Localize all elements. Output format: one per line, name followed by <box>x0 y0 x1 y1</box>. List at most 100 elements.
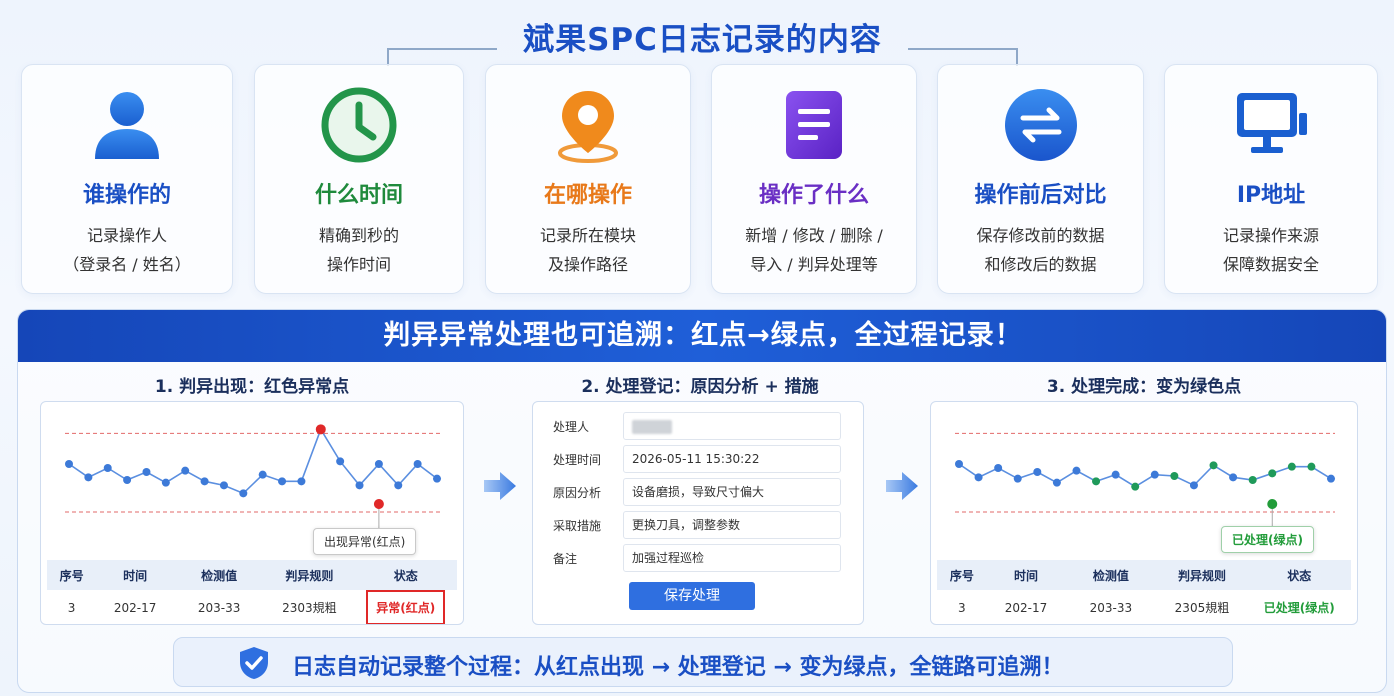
card-desc: 精确到秒的 操作时间 <box>255 221 463 279</box>
data-point <box>239 489 248 498</box>
step-3-title: 3. 处理完成：变为绿色点 <box>1046 377 1242 397</box>
form-label: 处理人 <box>553 420 590 434</box>
handling-form: 处理人 处理时间 2026-05-11 15:30:22 原因分析 设备磨损，导… <box>532 401 864 625</box>
card-desc: 记录操作来源 保障数据安全 <box>1165 221 1377 279</box>
anomaly-table: 序号 时间 检测值 判异规则 状态 3 202-17 203-33 2303規粗… <box>47 560 457 624</box>
card-desc-line: 导入 / 判异处理等 <box>750 255 878 274</box>
card-title: 操作了什么 <box>758 183 869 208</box>
step-2-title: 2. 处理登记：原因分析 + 措施 <box>581 377 819 397</box>
data-point <box>219 481 228 490</box>
table-cell: 202-17 <box>1004 600 1048 615</box>
data-point <box>65 460 73 468</box>
form-label: 备注 <box>553 552 578 566</box>
anomaly-status-badge: 异常(红点) <box>366 590 446 624</box>
card-desc-line: 保存修改前的数据 <box>976 226 1105 245</box>
data-point <box>1307 462 1316 471</box>
card-desc-line: 精确到秒的 <box>318 226 399 245</box>
swap-arrows-icon <box>1004 89 1077 161</box>
data-point <box>1013 474 1022 483</box>
data-point <box>1052 478 1061 487</box>
cause-field[interactable]: 设备磨损，导致尺寸偏大 <box>623 478 841 506</box>
data-point <box>433 474 441 483</box>
card-desc-line: 及操作路径 <box>547 255 628 274</box>
location-pin-icon <box>558 91 618 163</box>
handler-field[interactable] <box>623 412 841 440</box>
data-point <box>1327 474 1335 483</box>
form-row-handler: 处理人 <box>533 412 863 440</box>
title-area: 斌果SPC日志记录的内容 <box>0 12 1394 66</box>
card-title: 什么时间 <box>314 183 403 208</box>
card-desc-line: 和修改后的数据 <box>984 255 1097 274</box>
form-row-note: 备注 加强过程巡检 <box>533 544 863 572</box>
data-point <box>355 481 364 490</box>
resolved-table: 序号 时间 检测值 判异规则 状态 3 202-17 203-33 2305規粗… <box>937 560 1351 624</box>
data-point <box>200 477 209 486</box>
card-desc-line: 记录操作来源 <box>1222 226 1319 245</box>
measure-field[interactable]: 更换刀具，调整参数 <box>623 511 841 539</box>
data-point <box>1092 477 1101 486</box>
card-desc: 记录操作人 （登录名 / 姓名） <box>22 221 232 279</box>
table-row[interactable]: 3 202-17 203-33 2303規粗 异常(红点) <box>47 590 457 624</box>
card-desc-line: 记录所在模块 <box>539 226 636 245</box>
data-point <box>1150 470 1159 479</box>
save-button[interactable]: 保存处理 <box>629 582 755 610</box>
data-point <box>1209 461 1218 470</box>
table-cell: 203-33 <box>197 600 241 615</box>
resolved-chart-panel: 已处理(绿点) 序号 时间 检测值 判异规则 状态 3 202-17 203-3… <box>930 401 1358 625</box>
anomaly-control-chart <box>65 424 441 536</box>
table-cell: 3 <box>958 600 966 615</box>
card-desc-line: 操作时间 <box>326 255 391 274</box>
data-point <box>1248 476 1257 484</box>
table-cell: 202-17 <box>113 600 157 615</box>
footer-text: 日志自动记录整个过程：从红点出现 → 处理登记 → 变为绿点，全链路可追溯！ <box>292 655 1064 680</box>
table-cell: 2305規粗 <box>1174 601 1230 615</box>
redacted-name <box>632 419 672 434</box>
card-desc-line: 保障数据安全 <box>1222 255 1319 274</box>
form-label: 原因分析 <box>553 486 602 500</box>
data-point <box>1072 466 1081 475</box>
card-title: IP地址 <box>1236 183 1306 208</box>
title-decor-left <box>387 48 497 66</box>
step-1-title: 1. 判异出现：红色异常点 <box>154 377 350 397</box>
card-ip: IP地址 记录操作来源 保障数据安全 <box>1164 64 1378 294</box>
data-point <box>1189 481 1198 490</box>
table-header-cell: 检测值 <box>1092 568 1129 583</box>
table-cell: 3 <box>67 600 76 615</box>
anomaly-callout: 出现异常(红点) <box>313 528 417 555</box>
data-point <box>1170 472 1179 480</box>
data-point <box>374 460 383 468</box>
note-field[interactable]: 加强过程巡检 <box>623 544 841 572</box>
table-cell: 203-33 <box>1089 600 1133 615</box>
form-row-measure: 采取措施 更换刀具，调整参数 <box>533 511 863 539</box>
data-point <box>1111 470 1120 479</box>
card-compare: 操作前后对比 保存修改前的数据 和修改后的数据 <box>937 64 1144 294</box>
table-header-cell: 时间 <box>1013 568 1038 583</box>
data-point <box>258 470 267 479</box>
data-point <box>181 466 190 475</box>
form-label: 处理时间 <box>553 453 602 467</box>
card-when: 什么时间 精确到秒的 操作时间 <box>254 64 464 294</box>
form-row-time: 处理时间 2026-05-11 15:30:22 <box>533 445 863 473</box>
data-point <box>1287 462 1296 471</box>
card-title: 在哪操作 <box>543 183 632 208</box>
table-header-cell: 时间 <box>123 568 148 583</box>
data-point <box>413 460 422 468</box>
data-point <box>84 473 93 482</box>
document-icon <box>786 91 842 159</box>
card-desc-line: 记录操作人 <box>86 226 167 245</box>
card-desc-line: 新增 / 修改 / 删除 / <box>745 226 883 245</box>
data-point <box>297 477 306 486</box>
table-header-cell: 判异规则 <box>285 568 334 583</box>
table-header-cell: 状态 <box>1287 568 1312 583</box>
arrow-right-icon <box>484 472 516 500</box>
time-field[interactable]: 2026-05-11 15:30:22 <box>623 445 841 473</box>
card-title: 操作前后对比 <box>974 183 1107 208</box>
card-who: 谁操作的 记录操作人 （登录名 / 姓名） <box>21 64 233 294</box>
data-point <box>394 481 403 490</box>
data-point <box>955 460 963 468</box>
data-point <box>1229 473 1238 482</box>
table-row[interactable]: 3 202-17 203-33 2305規粗 已处理(绿点) <box>937 590 1351 624</box>
card-desc: 记录所在模块 及操作路径 <box>486 221 690 279</box>
table-header-cell: 检测值 <box>201 568 238 583</box>
trace-banner: 判异异常处理也可追溯：红点→绿点，全过程记录！ <box>18 310 1386 362</box>
